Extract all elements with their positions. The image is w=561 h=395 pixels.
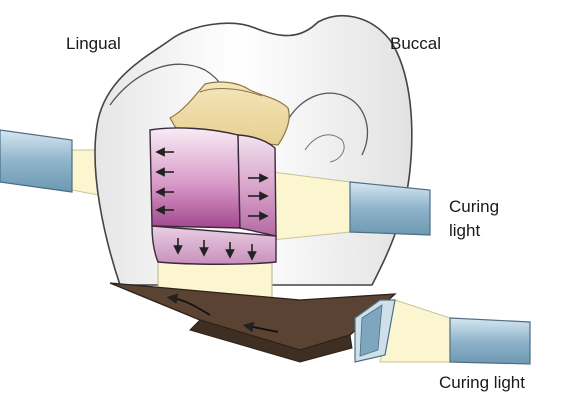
curing-light-bottom-label: Curing light (439, 373, 525, 392)
right-light-beam (272, 172, 350, 240)
composite-lingual-increment (150, 128, 240, 228)
bottom-curing-light (355, 300, 530, 364)
lingual-label: Lingual (66, 34, 121, 53)
left-light-guide (0, 130, 72, 192)
right-light-guide (350, 182, 430, 235)
curing-light-right-label-line2: light (449, 221, 480, 240)
bottom-light-guide (450, 318, 530, 364)
composite-buccal-increment (238, 135, 276, 236)
buccal-label: Buccal (390, 34, 441, 53)
composite-restoration (150, 128, 276, 264)
curing-light-right-label-line1: Curing (449, 197, 499, 216)
